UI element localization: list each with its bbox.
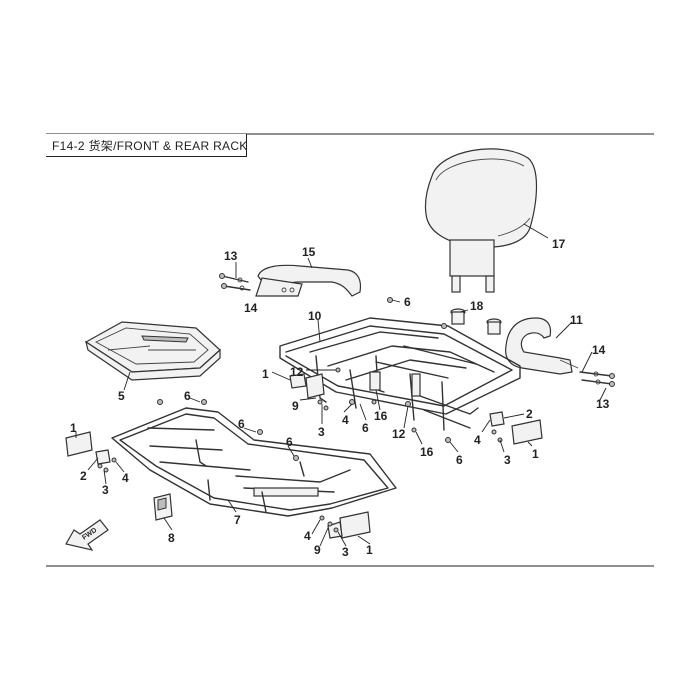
bushings	[450, 308, 502, 335]
callout-18: 18	[470, 299, 484, 313]
callout-4-rear-right: 4	[474, 433, 481, 447]
callout-labels: 17 13 15 14 6 18 11 10 14 13 5 1 12 9 3 …	[70, 237, 610, 559]
callout-6-front-left: 6	[184, 389, 191, 403]
callout-1-rear-right: 1	[532, 447, 539, 461]
left-grab-handle	[255, 264, 362, 297]
callout-12-left: 12	[290, 365, 304, 379]
page-title: F14-2 货架/FRONT & REAR RACK	[52, 139, 248, 153]
callout-1-rear-left: 1	[262, 367, 269, 381]
callout-16-left: 16	[374, 409, 388, 423]
callout-3-rear-left: 3	[318, 425, 325, 439]
callout-1-front-left: 1	[70, 421, 77, 435]
reflector-blocks	[65, 373, 543, 539]
callout-9-rear: 9	[292, 399, 299, 413]
front-rack-mat	[84, 321, 221, 381]
right-handle-bolts	[579, 371, 615, 387]
callout-3-rear-right: 3	[504, 453, 511, 467]
callout-6-rear-top: 6	[404, 295, 411, 309]
callout-6-front-right: 6	[286, 435, 293, 449]
callout-2-rear-right: 2	[526, 407, 533, 421]
fasteners	[97, 297, 503, 533]
callout-15: 15	[302, 245, 316, 259]
callout-9-front: 9	[314, 543, 321, 557]
callout-6-front-mid: 6	[238, 417, 245, 431]
callout-3-front-right: 3	[342, 545, 349, 559]
callout-13-right: 13	[596, 397, 610, 411]
callout-17: 17	[552, 237, 566, 251]
fwd-arrow: FWD	[65, 519, 109, 551]
reflector	[153, 493, 173, 521]
callout-11: 11	[570, 313, 583, 327]
callout-14-right: 14	[592, 343, 606, 357]
leader-lines	[75, 223, 607, 547]
left-handle-bolts	[219, 273, 251, 291]
callout-2-front-left: 2	[80, 469, 87, 483]
callout-4-rear-left: 4	[342, 413, 349, 427]
callout-7: 7	[234, 513, 241, 527]
callout-4-front-left: 4	[122, 471, 129, 485]
callout-1-front-right: 1	[366, 543, 373, 557]
front-rack-frame	[111, 407, 397, 517]
callout-3-front-left: 3	[102, 483, 109, 497]
callout-10: 10	[308, 309, 322, 323]
callout-5: 5	[118, 389, 125, 403]
title-box	[46, 134, 247, 157]
callout-16-right: 16	[420, 445, 434, 459]
callout-12-right: 12	[392, 427, 406, 441]
callout-13-left: 13	[224, 249, 238, 263]
backrest-pad	[424, 148, 538, 293]
callout-6-rear-mid: 6	[362, 421, 369, 435]
callout-4-front-right: 4	[304, 529, 311, 543]
rear-rack-frame	[279, 317, 521, 431]
callout-8: 8	[168, 531, 175, 545]
callout-6-rear-low: 6	[456, 453, 463, 467]
callout-14-left: 14	[244, 301, 258, 315]
right-grab-handle	[505, 317, 579, 375]
